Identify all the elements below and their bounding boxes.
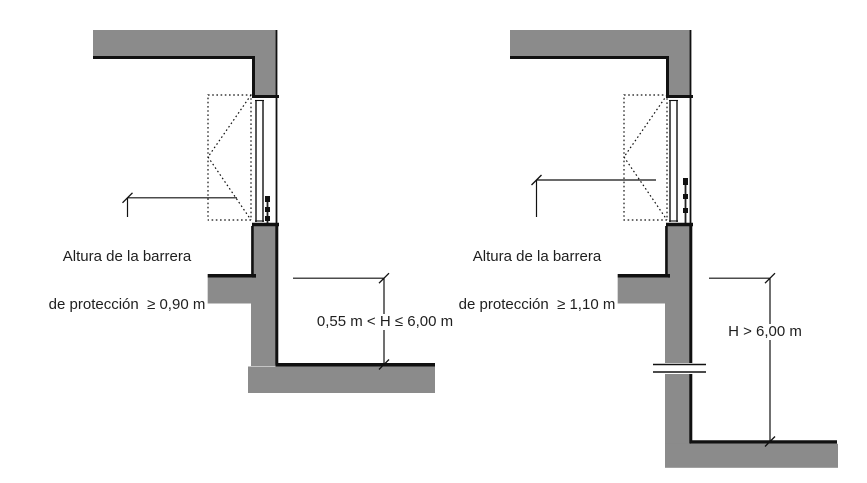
swing-diagonal-top: [623, 94, 668, 158]
dim-tick-top: [531, 174, 542, 186]
swing-diagonal-bottom: [623, 156, 668, 221]
upper-wall-interior-line: [510, 56, 693, 98]
window-swing-dotted: [623, 94, 668, 221]
upper-wall-left: [93, 30, 279, 223]
sill-wall-fill-lower: [665, 374, 691, 444]
upper-wall-fill: [510, 30, 691, 98]
swing-diagonal-top: [207, 94, 252, 158]
ground-fill: [248, 366, 435, 393]
swing-box: [207, 94, 252, 221]
rail-block-low: [683, 208, 688, 213]
barrier-height-label-right-line2: de protección ≥ 1,10 m: [458, 296, 616, 313]
rail-block-mid: [265, 207, 270, 212]
rail-handrail: [265, 196, 270, 202]
upper-wall-fill: [93, 30, 277, 98]
barrier-rail-left: [265, 196, 270, 224]
upper-wall-right: [510, 30, 693, 223]
barrier-height-label-left: Altura de la barrera de protección ≥ 0,9…: [46, 217, 208, 345]
barrier-height-label-right-line1: Altura de la barrera: [472, 248, 602, 265]
dim-tick-top: [122, 192, 133, 204]
barrier-height-label-left-line2: de protección ≥ 0,90 m: [48, 296, 206, 313]
rail-block-low: [265, 216, 270, 221]
dim-tick-bottom: [764, 436, 776, 447]
barrier-rail-right: [683, 178, 688, 224]
dim-tick-top: [378, 272, 390, 284]
rail-block-mid: [683, 194, 688, 199]
lower-wall-right: [665, 222, 693, 444]
rail-handrail: [683, 178, 688, 185]
drop-height-dimension-right: [709, 272, 776, 447]
wall-break-symbol: [653, 363, 706, 373]
ground-fill: [665, 443, 838, 468]
lower-wall-left: [251, 222, 279, 366]
dim-tick-bottom: [378, 359, 390, 370]
barrier-height-label-left-line1: Altura de la barrera: [62, 248, 192, 265]
swing-diagonal-bottom: [207, 156, 252, 221]
outdoor-ground-right: [665, 440, 838, 468]
sill-wall-fill: [251, 226, 277, 366]
figure-right: [506, 30, 838, 468]
window-swing-dotted: [207, 94, 252, 221]
drop-height-label-left: 0,55 m < H ≤ 6,00 m: [314, 313, 456, 330]
window-frame-left: [255, 99, 264, 222]
dim-tick-top: [764, 272, 776, 284]
drop-height-label-right: H > 6,00 m: [726, 323, 804, 340]
window-frame-right: [669, 99, 678, 222]
swing-box: [623, 94, 668, 221]
sill-wall-fill-upper: [665, 226, 691, 363]
outdoor-ground-left: [248, 362, 435, 393]
barrier-height-label-right: Altura de la barrera de protección ≥ 1,1…: [456, 217, 618, 345]
upper-wall-interior-line: [93, 56, 279, 98]
